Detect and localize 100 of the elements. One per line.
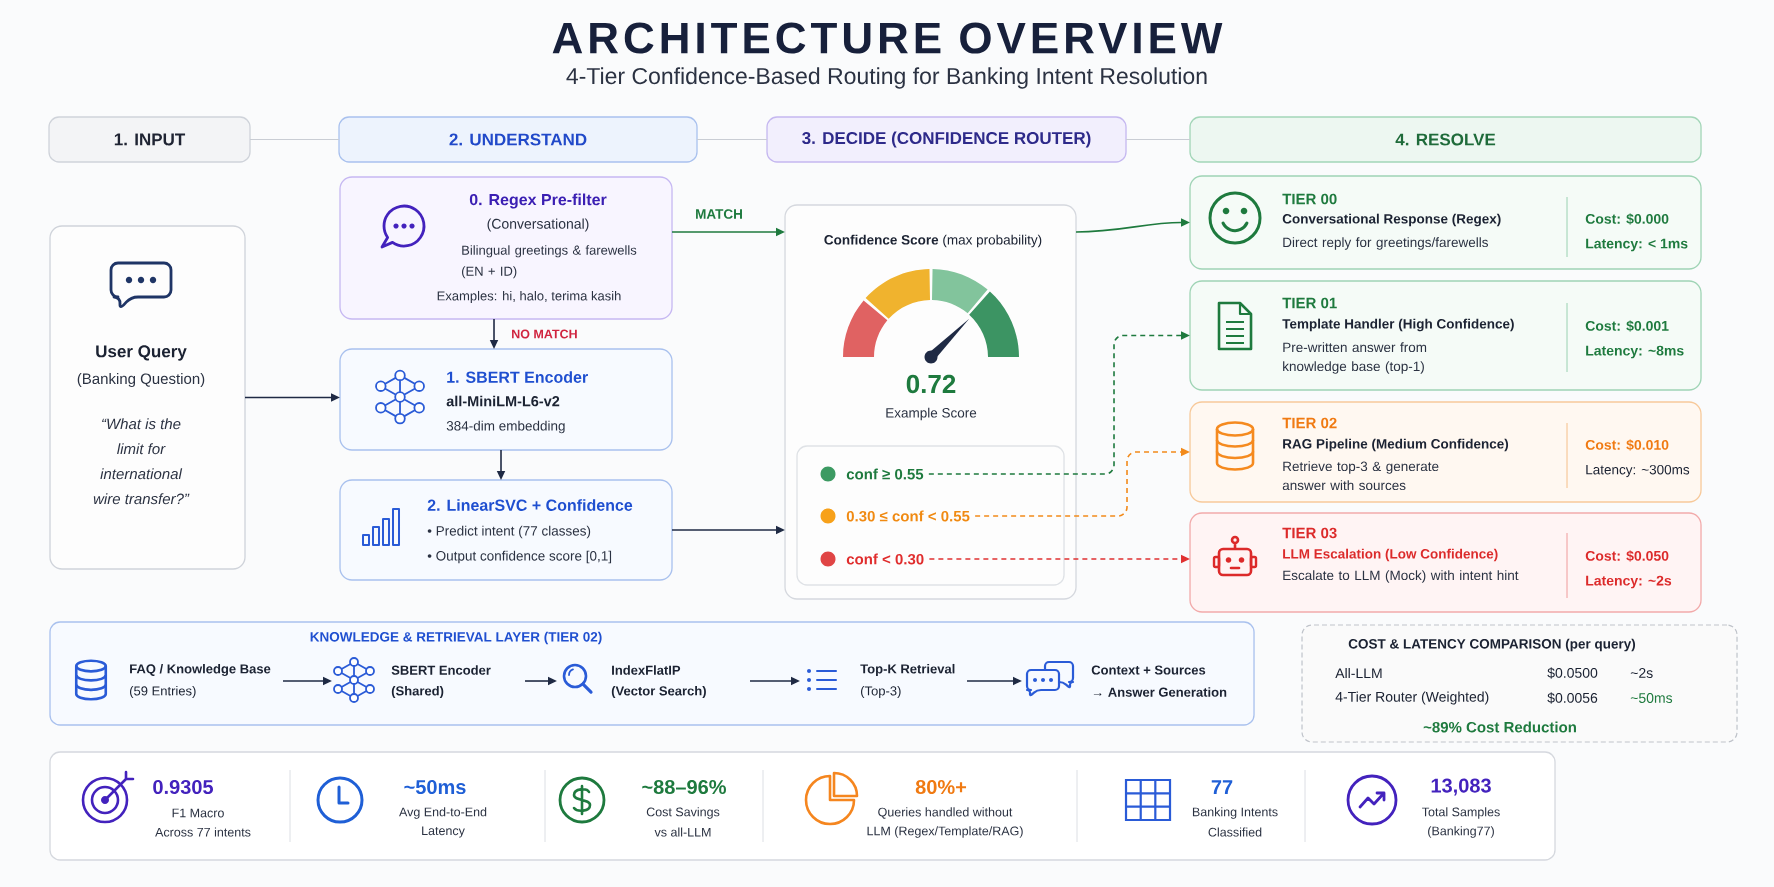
metric-value: ~88–96%	[642, 779, 726, 795]
item-subtitle: (Shared)	[391, 685, 444, 699]
score-value: 0.72	[906, 374, 956, 394]
metric-caption: Banking Intents	[1192, 807, 1278, 819]
item-title: SBERT Encoder	[391, 665, 491, 675]
metric-caption: Total Samples	[1422, 807, 1500, 819]
table-cell: ~50ms	[1630, 693, 1673, 703]
process-box	[339, 176, 673, 320]
threshold-label: 0.30 ≤ conf < 0.55	[846, 510, 970, 522]
comparison-panel	[1301, 624, 1738, 743]
tier-card	[1189, 280, 1702, 391]
bullet-text: • Output confidence score [0,1]	[427, 550, 612, 564]
tier-label: TIER 01	[1282, 297, 1337, 309]
pipeline-step	[74, 659, 271, 701]
metric-caption: Classified	[1208, 827, 1262, 837]
tier-label: TIER 03	[1282, 527, 1337, 539]
threshold-panel	[796, 445, 1065, 586]
model-name: all-MiniLM-L6-v2	[446, 395, 560, 407]
card-subtitle: (Banking Question)	[77, 373, 205, 387]
metric-caption: Latency	[422, 826, 465, 838]
metric-value: 0.9305	[153, 779, 214, 795]
connector-line	[696, 138, 768, 141]
tier-card	[1189, 512, 1702, 613]
pipeline-step	[1025, 660, 1227, 697]
item-title: IndexFlatIP	[612, 665, 681, 675]
process-box	[339, 348, 673, 451]
edge-label: MATCH	[696, 209, 742, 219]
connector-line	[1125, 138, 1191, 141]
layer-title: KNOWLEDGE & RETRIEVAL LAYER (TIER 02)	[310, 631, 602, 645]
stage-header: 2. UNDERSTAND	[338, 116, 698, 163]
tier-label: TIER 02	[1282, 417, 1337, 429]
cost-value: Cost: $0.001	[1585, 320, 1669, 332]
cost-value: Cost: $0.000	[1585, 213, 1669, 225]
threshold-label: conf ≥ 0.55	[846, 468, 924, 480]
score-caption: Example Score	[886, 407, 977, 421]
metric-caption: Queries handled without	[878, 807, 1013, 819]
metric-caption: vs all-LLM	[654, 827, 711, 837]
tier-title: RAG Pipeline (Medium Confidence)	[1283, 438, 1509, 452]
table-cell: $0.0056	[1547, 692, 1598, 704]
box-text: Examples: hi, halo, terima kasih	[437, 290, 621, 304]
edge-label: NO MATCH	[512, 329, 577, 339]
metric-caption: Across 77 intents	[155, 827, 251, 837]
table-cell: $0.0500	[1547, 667, 1598, 679]
cost-value: Cost: $0.010	[1585, 439, 1669, 451]
metric-value: 13,083	[1431, 778, 1491, 796]
stage-header: 1. INPUT	[48, 116, 251, 163]
item-subtitle: → Answer Generation	[1093, 687, 1227, 697]
tier-card	[1189, 175, 1702, 270]
stage-header: 4. RESOLVE	[1189, 116, 1702, 163]
tier-text: Direct reply for greetings/farewells	[1283, 237, 1488, 250]
item-title: Top-K Retrieval	[860, 663, 955, 677]
threshold-label: conf < 0.30	[846, 553, 924, 565]
item-subtitle: (59 Entries)	[130, 685, 196, 699]
layer-panel	[49, 621, 1255, 726]
item-subtitle: (Vector Search)	[611, 685, 706, 699]
gauge-title: Confidence Score (max probability)	[824, 234, 1042, 248]
metric-value: 77	[1211, 780, 1233, 794]
metric-value: ~50ms	[404, 779, 466, 795]
tier-title: LLM Escalation (Low Confidence)	[1283, 548, 1498, 562]
bullet-text: • Predict intent (77 classes)	[427, 525, 591, 539]
latency-value: Latency: ~300ms	[1586, 464, 1690, 478]
latency-value: Latency: ~8ms	[1586, 345, 1684, 359]
box-title: 0. Regex Pre-filter	[469, 193, 607, 209]
tier-title: Template Handler (High Confidence)	[1282, 318, 1514, 332]
metric-caption: Avg End-to-End	[399, 807, 487, 819]
latency-value: Latency: < 1ms	[1586, 238, 1688, 252]
tier-text: Escalate to LLM (Mock) with intent hint	[1283, 570, 1519, 583]
table-cell: ~2s	[1630, 668, 1653, 678]
box-text: Bilingual greetings & farewells (EN + ID)	[462, 245, 637, 279]
pipeline-step	[562, 663, 706, 699]
tier-label: TIER 00	[1282, 193, 1337, 205]
metric-value: 80%+	[915, 779, 967, 795]
latency-value: Latency: ~2s	[1586, 575, 1672, 589]
title: ARCHITECTURE OVERVIEW	[552, 22, 1223, 54]
metric-caption: F1 Macro	[172, 808, 224, 818]
box-subtitle: (Conversational)	[487, 218, 589, 232]
metric-caption: (Banking77)	[1428, 826, 1494, 838]
item-subtitle: (Top-3)	[861, 685, 901, 699]
summary-text: ~89% Cost Reduction	[1423, 721, 1576, 733]
pipeline-step	[333, 657, 491, 703]
metrics-panel	[49, 751, 1556, 861]
input-card	[49, 225, 246, 570]
table-cell: 4-Tier Router (Weighted)	[1335, 691, 1489, 705]
process-box	[339, 479, 673, 581]
box-title: 2. LinearSVC + Confidence	[427, 499, 633, 511]
item-title: Context + Sources	[1091, 665, 1206, 675]
panel-title: COST & LATENCY COMPARISON (per query)	[1348, 638, 1636, 652]
tier-text: Pre-written answer from knowledge base (top-1)	[1283, 342, 1427, 374]
tier-title: Conversational Response (Regex)	[1282, 213, 1501, 227]
tier-card	[1189, 401, 1702, 503]
metric-caption: Cost Savings	[646, 807, 720, 819]
connector-line	[249, 138, 340, 141]
pipeline-step	[807, 663, 955, 699]
tier-text: Retrieve top-3 & generate answer with sources	[1282, 461, 1439, 491]
quote-text: “What is the limit for international wire transfer?”	[93, 418, 190, 505]
table-cell: All-LLM	[1335, 667, 1382, 679]
metric-caption: LLM (Regex/Template/RAG)	[867, 826, 1023, 838]
stage-header: 3. DECIDE (CONFIDENCE ROUTER)	[766, 116, 1127, 163]
subtitle: 4-Tier Confidence-Based Routing for Banking Intent Resolution	[566, 67, 1207, 89]
cost-value: Cost: $0.050	[1585, 550, 1669, 562]
